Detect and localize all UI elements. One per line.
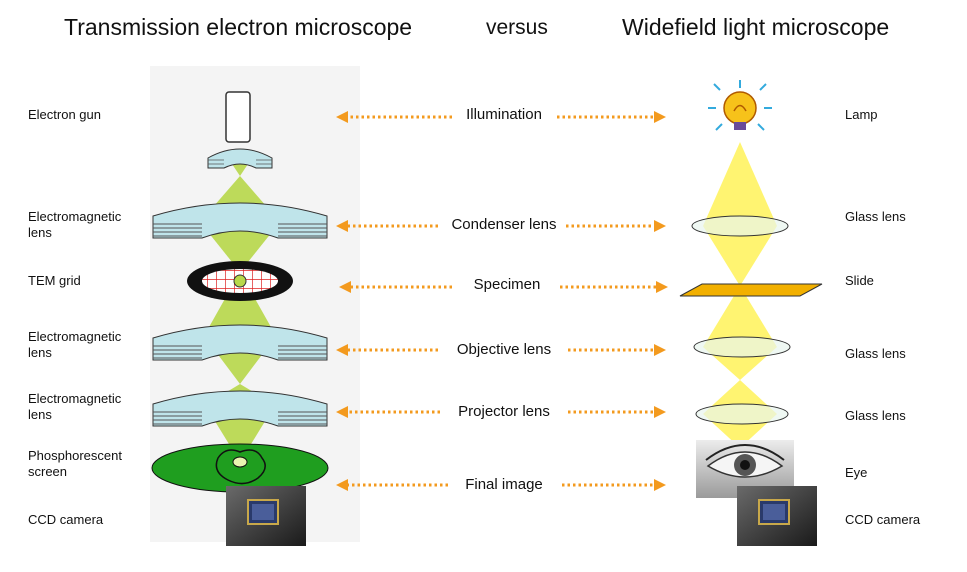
objective-em-lens-icon: [152, 324, 328, 361]
label-lamp: Lamp: [845, 107, 878, 122]
label-specimen: Specimen: [473, 276, 541, 293]
projector-em-lens-icon: [152, 390, 328, 427]
condenser-em-lens-icon: [152, 202, 328, 239]
projector-glass-lens-icon: [695, 403, 789, 425]
versus-title: versus: [486, 16, 548, 39]
phosphorescent-screen-icon: [151, 443, 329, 493]
label-phosphorescent-screen: Phosphorescent screen: [28, 448, 122, 479]
label-light-ccd-camera: CCD camera: [845, 512, 921, 527]
comparison-arrows: [336, 111, 668, 491]
label-slide: Slide: [845, 273, 874, 288]
condenser-glass-lens-icon: [691, 215, 789, 237]
label-objective-em-lens: Electromagnetic lens: [28, 329, 122, 360]
label-illumination: Illumination: [466, 106, 542, 123]
objective-glass-lens-icon: [693, 336, 791, 358]
lamp-icon: [708, 80, 772, 131]
electron-gun-icon: [225, 91, 251, 143]
tem-grid-icon: [187, 261, 293, 301]
label-condenser-em-lens: Electromagnetic lens: [28, 209, 122, 240]
label-projector-glass-lens: Glass lens: [845, 408, 906, 423]
tem-ccd-camera-icon: [226, 486, 306, 546]
label-objective-lens: Objective lens: [456, 341, 552, 358]
light-microscope-title: Widefield light microscope: [622, 14, 890, 40]
label-electron-gun: Electron gun: [28, 107, 101, 122]
label-projector-lens: Projector lens: [458, 403, 550, 420]
label-projector-em-lens: Electromagnetic lens: [28, 391, 122, 422]
label-tem-grid: TEM grid: [28, 273, 81, 288]
label-final-image: Final image: [465, 476, 543, 493]
label-condenser-glass-lens: Glass lens: [845, 209, 906, 224]
slide-icon: [679, 283, 823, 297]
gun-em-lens-icon: [207, 148, 273, 169]
tem-title: Transmission electron microscope: [64, 14, 413, 40]
label-tem-ccd-camera: CCD camera: [28, 512, 104, 527]
light-ccd-camera-icon: [737, 486, 817, 546]
label-condenser-lens: Condenser lens: [451, 216, 557, 233]
label-objective-glass-lens: Glass lens: [845, 346, 906, 361]
label-eye: Eye: [845, 465, 868, 480]
